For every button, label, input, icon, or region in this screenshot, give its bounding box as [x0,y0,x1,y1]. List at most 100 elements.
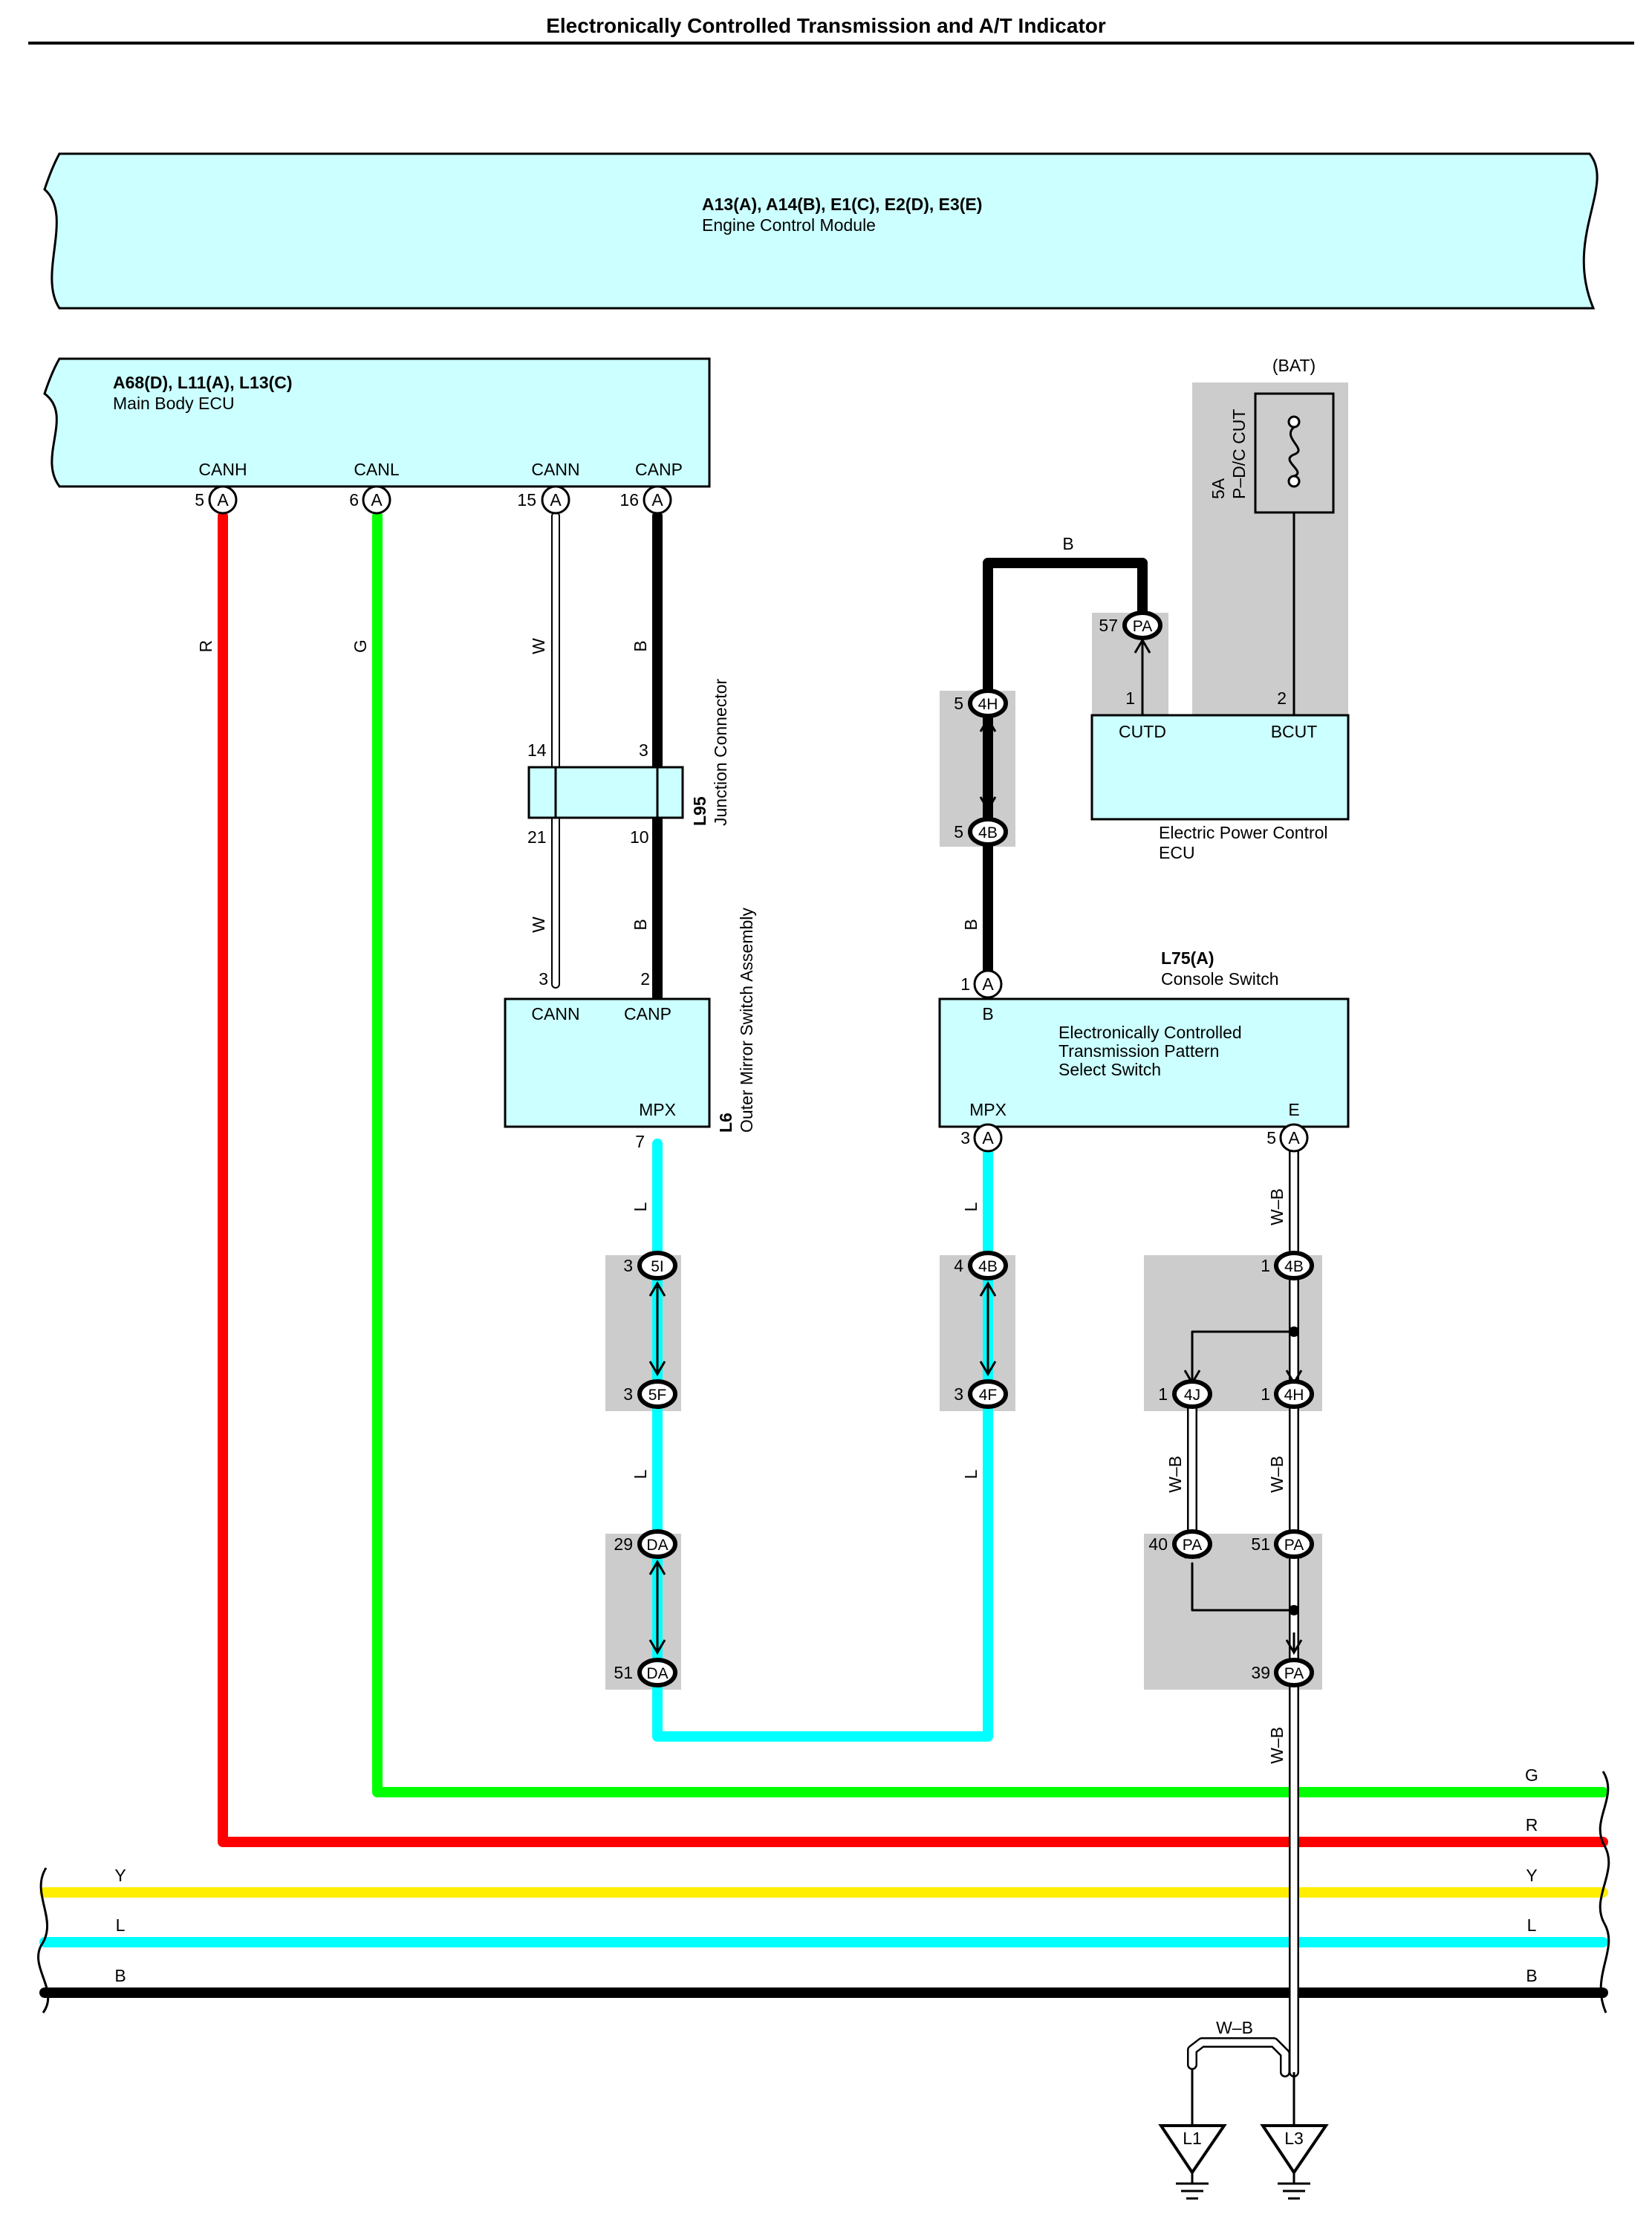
pin-num-6: 6 [349,490,359,510]
junction-name: Junction Connector [711,678,730,826]
connectors: 57 PA 5 4H 5 4B 3 5I 3 5F 4 4B [614,611,1314,1687]
connector-4j: 1 4J [1158,1379,1212,1409]
connector-4h-top: 5 4H [954,688,1008,718]
label-wire-b-top: B [1062,534,1073,553]
pin-conn-cann: A [550,490,562,510]
junction-pin-10: 10 [630,827,649,847]
junction-line-4j [1191,1330,1295,1381]
mirror-code: L6 [716,1113,735,1133]
mirror-name: Outer Mirror Switch Assembly [737,908,756,1133]
svg-text:4H: 4H [978,696,998,713]
console-switch[interactable]: L75(A) Console Switch 1 A B Electronical… [938,948,1350,1153]
wires [39,480,1608,2077]
label-wire-wb-2: W–B [1165,1456,1185,1493]
mirror-label-mpx: MPX [639,1100,676,1119]
svg-text:4B: 4B [1284,1258,1304,1275]
label-wire-r: R [196,640,215,653]
label-wire-l-4: L [961,1469,981,1479]
pin-conn-canl: A [371,490,383,510]
pin-conn-canh: A [217,490,229,510]
pin-label-cann: CANN [531,460,579,479]
power-ecu-pin-1: 1 [1125,688,1135,708]
page-title: Electronically Controlled Transmission a… [546,14,1106,37]
wire-mpx-blue [652,1139,993,1742]
connector-pa-39: 39 PA [1251,1658,1314,1687]
label-wire-wb-1: W–B [1267,1188,1287,1225]
label-wire-w-lower: W [529,917,548,933]
console-pin-circle-b [973,969,1003,999]
svg-text:PA: PA [1284,1665,1304,1682]
svg-text:5: 5 [954,822,963,841]
wire-labels: R G W B W B B B L L L L W–B W–B W–B W–B … [114,534,1538,2037]
connector-pa-51: 51 PA [1251,1529,1314,1559]
svg-text:40: 40 [1148,1534,1168,1554]
label-wire-b-console: B [961,919,981,930]
connector-4b-right: 1 4B [1261,1251,1314,1280]
label-wire-l-2: L [961,1202,981,1211]
mirror-pin-7: 7 [635,1132,645,1151]
mirror-pin-3: 3 [539,969,548,989]
fuse-source: (BAT) [1272,356,1316,375]
connector-5i: 3 5I [623,1251,677,1280]
junction-pin-14: 14 [527,740,547,760]
junction-code: L95 [690,796,709,826]
console-desc: Electronically Controlled Transmission P… [1058,1023,1242,1079]
pin-label-canp: CANP [635,460,683,479]
mirror-label-cann: CANN [531,1004,579,1023]
label-wire-b-lower: B [631,919,650,930]
svg-text:39: 39 [1251,1663,1270,1682]
svg-text:4J: 4J [1184,1387,1200,1404]
connector-pa-57: 57 PA [1099,611,1162,640]
console-pin-1: 1 [960,974,970,994]
svg-text:4F: 4F [979,1387,998,1404]
bus-label-b-left: B [114,1966,126,1985]
bus-label-r: R [1526,1815,1538,1835]
electric-power-control-ecu[interactable]: 1 2 CUTD BCUT Electric Power Control ECU [1090,688,1350,875]
bus-label-g: G [1525,1765,1538,1785]
console-pin-5: 5 [1266,1128,1276,1147]
connector-4h-right: 1 4H [1261,1379,1314,1409]
connector-4f: 3 4F [954,1379,1008,1409]
console-label-mpx: MPX [969,1100,1007,1119]
pin-label-canl: CANL [354,460,400,479]
junction-connector-l95[interactable]: 14 3 21 10 L95 Junction Connector [527,678,730,847]
pin-num-16: 16 [620,490,639,510]
svg-text:29: 29 [614,1534,633,1554]
svg-text:57: 57 [1099,616,1118,635]
svg-text:3: 3 [623,1384,633,1404]
svg-text:3: 3 [954,1384,963,1404]
engine-control-module[interactable]: A13(A), A14(B), E1(C), E2(D), E3(E) Engi… [43,152,1599,310]
console-pin-conn-e: A [1288,1128,1300,1147]
svg-text:1: 1 [1158,1384,1168,1404]
ground-l1-label: L1 [1183,2129,1202,2148]
fuse-pdc-cut[interactable]: (BAT) 5A P–D/C CUT [1209,356,1335,514]
pin-label-canh: CANH [198,460,247,479]
label-wire-l-3: L [631,1469,650,1479]
outer-mirror-switch[interactable]: 3 2 CANN CANP MPX 7 L6 Outer Mirror Swit… [504,908,756,1151]
console-pin-circle-e [1279,1123,1309,1153]
svg-text:1: 1 [1261,1256,1270,1275]
main-body-ecu[interactable]: A68(D), L11(A), L13(C) Main Body ECU CAN… [43,357,711,488]
connector-4b-mid: 4 4B [954,1251,1008,1280]
console-pin-conn-b: A [982,974,994,994]
bus-label-y-left: Y [114,1866,126,1885]
power-ecu-label-bcut: BCUT [1271,722,1318,741]
junction-pin-3: 3 [639,740,648,760]
body-ecu-pins: 5 A 6 A 15 A 16 A [195,485,672,515]
svg-text:DA: DA [646,1537,668,1554]
mirror-pin-2: 2 [640,969,650,989]
junction-line-pa [1191,1562,1295,1612]
ground-l3[interactable]: L3 [1260,2072,1329,2200]
fuse-rating: 5A [1209,478,1228,499]
svg-text:4H: 4H [1284,1387,1304,1404]
svg-text:4B: 4B [978,1258,998,1275]
junction-dot-lower [1289,1605,1299,1615]
ground-l1[interactable]: L1 [1158,2068,1227,2200]
label-wire-wb-ground: W–B [1216,2018,1253,2037]
connector-da-29: 29 DA [614,1529,677,1559]
pin-circle-canp [643,485,672,515]
svg-text:5F: 5F [648,1387,667,1404]
connector-4b-top: 5 4B [954,817,1008,847]
power-ecu-label-cutd: CUTD [1119,722,1166,741]
svg-text:PA: PA [1183,1537,1202,1554]
